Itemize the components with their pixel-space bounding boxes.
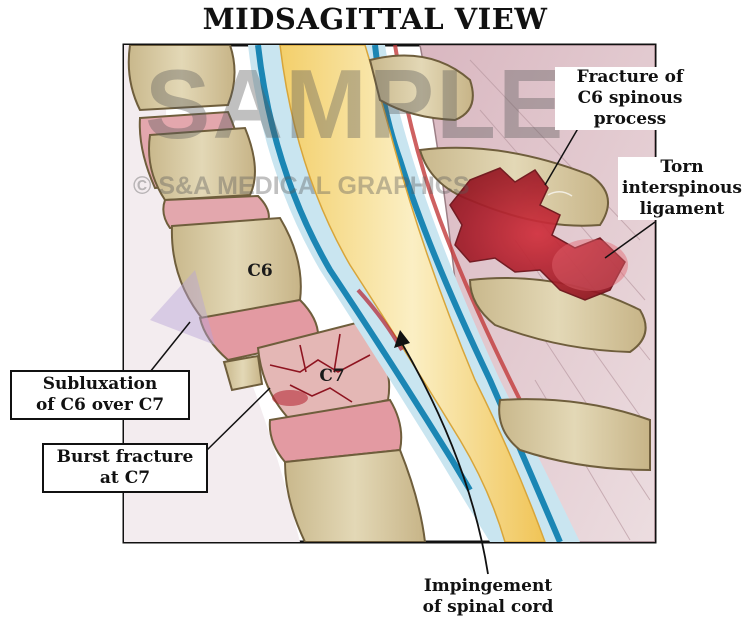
callout-line: C6 spinous: [577, 88, 683, 108]
vertebra-c4: [127, 45, 236, 112]
leader-burst: [204, 387, 271, 453]
callout-line: ligament: [639, 199, 725, 219]
leader-interspinous: [604, 221, 656, 259]
callout-line: at C7: [99, 468, 151, 488]
callout-line: Torn: [660, 157, 704, 177]
dura-anterior: [255, 45, 473, 492]
impingement-arrow: [399, 339, 489, 575]
vertebra-t1: [283, 448, 427, 542]
spinal-cord: [279, 45, 546, 542]
callout-line: process: [593, 109, 667, 129]
callout-line: Burst fracture: [56, 447, 194, 467]
c7-bleed: [272, 390, 308, 406]
spine-anatomy: [124, 45, 655, 542]
fracture-gap: [547, 191, 573, 197]
callout-subluxation: Subluxation of C6 over C7: [10, 370, 190, 420]
spinous-t1: [498, 398, 651, 472]
figure-title: MIDSAGITTAL VIEW: [202, 2, 548, 36]
callout-burst-fracture: Burst fracture at C7: [42, 443, 208, 493]
callout-line: Impingement: [423, 576, 553, 596]
ligament-bruise: [552, 239, 628, 291]
callout-line: interspinous: [622, 178, 742, 198]
label-c6: C6: [247, 261, 272, 281]
vertebral-column: [127, 45, 427, 542]
callout-torn-interspinous-ligament: Torn interspinous ligament: [618, 157, 746, 220]
label-c7: C7: [319, 366, 344, 386]
leader-lines: [149, 124, 656, 453]
c7-fragment: [222, 354, 264, 392]
torn-ligament-hemorrhage: [449, 167, 626, 301]
callout-line: of spinal cord: [422, 597, 554, 617]
watermark-shape: [150, 270, 215, 345]
callout-impingement: Impingement of spinal cord: [413, 576, 563, 618]
spinous-processes: [368, 54, 651, 472]
callout-c6-spinous-fracture: Fracture of C6 spinous process: [555, 67, 705, 130]
dura-posterior: [372, 45, 563, 542]
callout-line: Subluxation: [42, 374, 158, 394]
leader-c6-spinous: [544, 124, 581, 186]
spinous-c5: [368, 54, 474, 122]
callout-line: Fracture of: [576, 67, 684, 87]
leader-subluxation: [149, 321, 191, 373]
vertebra-c5: [148, 126, 256, 202]
callout-line: of C6 over C7: [35, 395, 165, 415]
c7-fracture-lines: [269, 333, 371, 403]
impingement-arrowhead: [394, 330, 410, 348]
